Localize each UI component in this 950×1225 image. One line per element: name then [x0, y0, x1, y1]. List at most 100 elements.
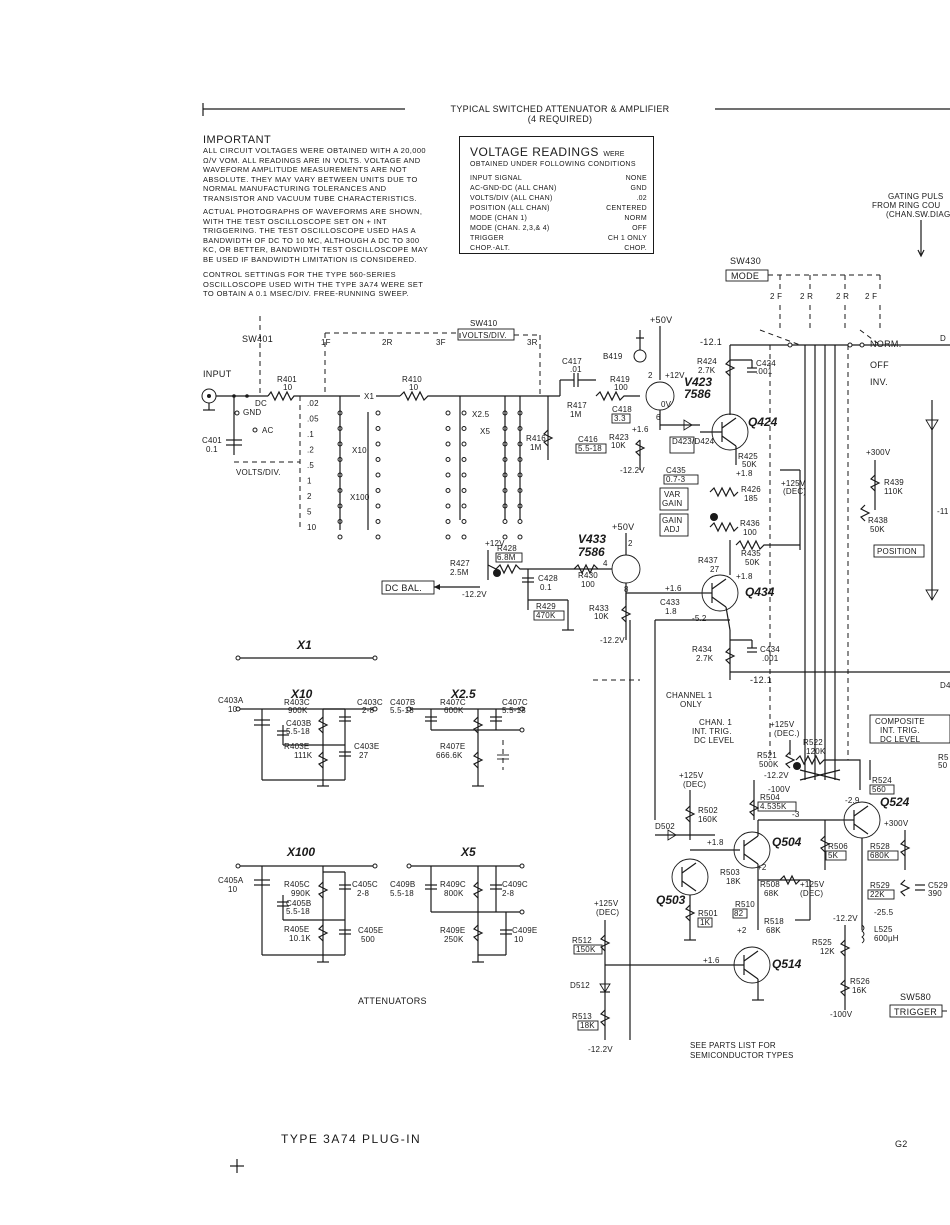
voltage-reading-row: POSITION (ALL CHAN)CENTERED: [470, 204, 647, 214]
attenuator-networks: X1 X10 C403A 10 R403C 900K C403C 2-8 C40…: [218, 638, 537, 1006]
c407b-label: C407B: [390, 698, 415, 707]
switch-contact: [517, 519, 523, 524]
r424-label: R424: [697, 357, 717, 366]
r506-value: 5K: [828, 851, 839, 860]
range-position-label: .1: [307, 430, 314, 439]
range-position-label: 5: [307, 508, 312, 517]
b419-label: B419: [603, 352, 623, 361]
footer: TYPE 3A74 PLUG-IN G2: [230, 1132, 907, 1173]
r525-label: R525: [812, 938, 832, 947]
r419-label: R419: [610, 375, 630, 384]
c403b-label: C403B: [286, 719, 311, 728]
svg-text:D4: D4: [940, 681, 950, 690]
mode-2r-b: 2 R: [836, 292, 849, 301]
r425-label: R425: [738, 452, 758, 461]
c409c-label: C409C: [502, 880, 528, 889]
v-dec-d: (DEC): [800, 889, 823, 898]
voltage-reading-row: CHOP.-ALT.CHOP.: [470, 244, 647, 254]
c407c-value: 5.5-18: [502, 706, 526, 715]
volts-div-label: VOLTS/DIV.: [236, 468, 281, 477]
r403e-value: 111K: [294, 751, 313, 760]
sw410-label: SW410: [470, 319, 498, 328]
r504-value: 4.535K: [760, 802, 787, 811]
r428-label: R428: [497, 544, 517, 553]
sw401-label: SW401: [242, 334, 273, 344]
r403c-label: R403C: [284, 698, 310, 707]
v423-pin6: 6: [656, 413, 661, 422]
r510-label: R510: [735, 900, 755, 909]
chan1-trig-3: DC LEVEL: [694, 736, 735, 745]
v423-pin2: 2: [648, 371, 653, 380]
v-p16-b: +1.6: [665, 584, 682, 593]
voltage-readings-subtitle: OBTAINED UNDER FOLLOWING CONDITIONS: [470, 161, 636, 168]
c435-value: 0.7-3: [666, 475, 686, 484]
svg-text:D: D: [940, 334, 946, 343]
c405e-value: 500: [361, 935, 375, 944]
r502-value: 160K: [698, 815, 718, 824]
c409b-label: C409B: [390, 880, 415, 889]
plus50v-label: +50V: [650, 315, 672, 325]
composite-1: COMPOSITE: [875, 717, 925, 726]
v-m122-a: -12.2V: [620, 466, 645, 475]
upper-amplifier: +50V C417 .01 B419 R419 100 R417 1M C418…: [526, 315, 806, 581]
switch-contact: [375, 457, 381, 462]
gain-adj-2: ADJ: [664, 525, 680, 534]
r430-label: R430: [578, 571, 598, 580]
v-m29: -2.9: [845, 796, 860, 805]
r521-value: 500K: [759, 760, 779, 769]
r426-label: R426: [741, 485, 761, 494]
r424-value: 2.7K: [698, 366, 716, 375]
q424-label: Q424: [748, 415, 778, 429]
v-m100-a: -100V: [768, 785, 791, 794]
footer-title: TYPE 3A74 PLUG-IN: [281, 1132, 421, 1146]
r512-label: R512: [572, 936, 592, 945]
switch-contact: [461, 534, 467, 540]
gnd-label: GND: [243, 408, 261, 417]
r526-label: R526: [850, 977, 870, 986]
r417-value: 1M: [570, 410, 582, 419]
r417-label: R417: [567, 401, 587, 410]
c417-label: C417: [562, 357, 582, 366]
off-label: OFF: [870, 360, 889, 370]
range-switch: 1F 2R 3F 3R SW410 VOLTS/DIV. .02.05.1.2.…: [299, 319, 560, 540]
r5x-label: R5: [938, 753, 949, 762]
range-position-label: 10: [307, 523, 317, 532]
switch-contact: [445, 488, 451, 493]
voltage-reading-row: AC-GND-DC (ALL CHAN)GND: [470, 184, 647, 194]
plus50v-b-label: +50V: [612, 522, 634, 532]
important-p3: CONTROL SETTINGS FOR THE TYPE 560-SERIES…: [203, 270, 424, 298]
lower-amplifier: +50V V433 7586 2 4 8 +1.6 R430 100 +12V …: [381, 522, 780, 685]
v-p125-a: +125V: [781, 479, 806, 488]
switch-contact: [517, 534, 523, 540]
r403c-value: 900K: [288, 706, 308, 715]
r521-label: R521: [757, 751, 777, 760]
att-x5: X5: [480, 427, 491, 436]
r405c-label: R405C: [284, 880, 310, 889]
c405e-label: C405E: [358, 926, 383, 935]
see-parts-2: SEMICONDUCTOR TYPES: [690, 1051, 794, 1060]
switch-contact: [337, 534, 343, 540]
switch-contact: [445, 410, 451, 416]
voltage-reading-label: MODE (CHAN. 2,3,& 4): [470, 225, 550, 232]
switch-contact: [461, 441, 467, 447]
var-gain-2: GAIN: [662, 499, 682, 508]
mode-2r: 2 R: [800, 292, 813, 301]
c529-value: 390: [928, 889, 942, 898]
att-x1: X1: [364, 392, 375, 401]
norm-label: NORM.: [870, 339, 902, 349]
c424-label: C424: [756, 359, 776, 368]
voltage-reading-label: MODE (CHAN 1): [470, 215, 528, 222]
voltage-reading-value: .02: [636, 195, 647, 202]
l525-label: L525: [874, 925, 893, 934]
wafer-3f: 3F: [436, 338, 446, 347]
voltage-reading-value: OFF: [632, 225, 647, 232]
header-title: TYPICAL SWITCHED ATTENUATOR & AMPLIFIER: [451, 104, 670, 114]
v433-label: V433: [578, 532, 606, 546]
v423-p12: +12V: [665, 371, 685, 380]
r401-label: R401: [277, 375, 297, 384]
range-position-label: .2: [307, 446, 314, 455]
gating-1: GATING PULS: [888, 192, 943, 201]
r502-label: R502: [698, 806, 718, 815]
